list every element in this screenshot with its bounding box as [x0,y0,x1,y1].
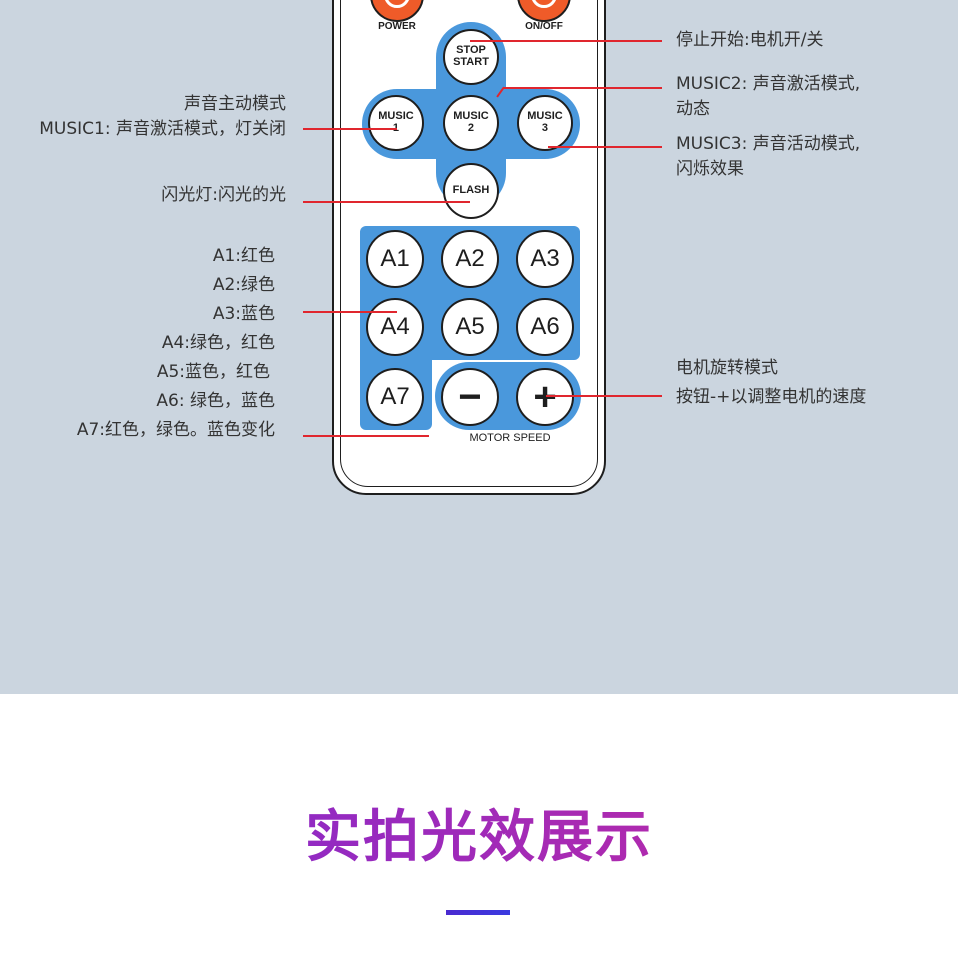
a6-button[interactable]: A6 [516,298,574,356]
leader-line-music3 [548,146,662,148]
music1-button[interactable]: MUSIC 1 [368,95,424,151]
section-headline: 实拍光效展示 [0,792,958,873]
a7-button[interactable]: A7 [366,368,424,426]
flash-button[interactable]: FLASH [443,163,499,219]
power-label: POWER [378,21,416,32]
annotation-color-a3: A3:蓝色 [212,304,275,324]
annotation-color-a7: A7:红色，绿色。蓝色变化 [76,420,275,440]
motor-speed-plus-button[interactable]: + [516,368,574,426]
leader-line-a7 [303,435,429,437]
headline-underline-decoration [446,910,510,915]
leader-line-motor [546,395,662,397]
annotation-music1-line1: 声音主动模式 [184,94,286,114]
annotation-color-a6: A6: 绿色，蓝色 [156,391,275,411]
a2-button[interactable]: A2 [441,230,499,288]
leader-line-colors [303,311,397,313]
annotation-music3-line2: 闪烁效果 [676,159,744,179]
leader-line-stop-start [470,40,662,42]
stop-start-button[interactable]: STOP START [443,29,499,85]
annotation-color-a4: A4:绿色，红色 [161,333,275,353]
a1-button[interactable]: A1 [366,230,424,288]
annotation-motor-line1: 电机旋转模式 [676,358,778,378]
onoff-label: ON/OFF [525,21,563,32]
motor-speed-label: MOTOR SPEED [469,432,551,444]
annotation-stop-start: 停止开始:电机开/关 [676,30,824,50]
annotation-motor-line2: 按钮-+以调整电机的速度 [676,387,867,407]
motor-speed-minus-button[interactable]: − [441,368,499,426]
remote-control-inner-outline [340,0,598,487]
leader-line-music2 [504,87,662,89]
annotation-color-a5: A5:蓝色，红色 [156,362,270,382]
annotation-flash: 闪光灯:闪光的光 [161,185,286,205]
music3-button[interactable]: MUSIC 3 [517,95,573,151]
music2-button[interactable]: MUSIC 2 [443,95,499,151]
annotation-music2-line2: 动态 [676,99,710,119]
leader-line-flash [303,201,470,203]
annotation-color-a1: A1:红色 [212,246,275,266]
a5-button[interactable]: A5 [441,298,499,356]
annotation-music3-line1: MUSIC3: 声音活动模式, [676,134,861,154]
leader-line-music1 [303,128,397,130]
annotation-music2-line1: MUSIC2: 声音激活模式, [676,74,861,94]
annotation-color-a2: A2:绿色 [212,275,275,295]
a4-button[interactable]: A4 [366,298,424,356]
annotation-music1-line2: MUSIC1: 声音激活模式，灯关闭 [39,119,286,139]
a3-button[interactable]: A3 [516,230,574,288]
